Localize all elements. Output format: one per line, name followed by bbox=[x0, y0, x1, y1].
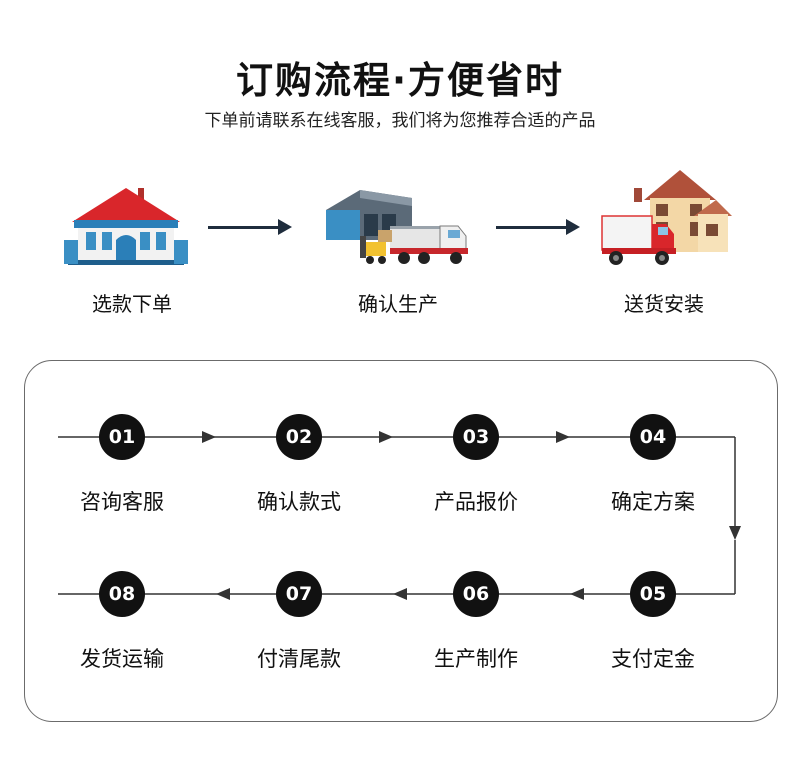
process-panel bbox=[24, 360, 778, 722]
step-number: 08 bbox=[99, 571, 145, 617]
step-label: 咨询客服 bbox=[80, 490, 164, 514]
step-label: 确认款式 bbox=[257, 490, 341, 514]
house-delivery-icon bbox=[601, 170, 732, 265]
overview-step-produce: 确认生产 bbox=[318, 180, 478, 316]
page-title: 订购流程·方便省时 bbox=[235, 59, 565, 102]
step-label: 发货运输 bbox=[80, 647, 164, 671]
step-label: 付清尾款 bbox=[257, 647, 341, 671]
step-label: 产品报价 bbox=[434, 490, 518, 514]
overview-step-order: 选款下单 bbox=[62, 180, 202, 316]
step-number: 05 bbox=[630, 571, 676, 617]
step-number: 02 bbox=[276, 414, 322, 460]
page-subtitle: 下单前请联系在线客服，我们将为您推荐合适的产品 bbox=[204, 111, 596, 131]
overview-arrow-2 bbox=[496, 219, 580, 235]
step-number: 04 bbox=[630, 414, 676, 460]
step-number: 01 bbox=[99, 414, 145, 460]
store-icon bbox=[64, 188, 188, 265]
step-number: 06 bbox=[453, 571, 499, 617]
factory-truck-icon bbox=[326, 190, 468, 264]
step-label: 确定方案 bbox=[611, 490, 695, 514]
overview-arrow-1 bbox=[208, 219, 292, 235]
overview-step-deliver: 送货安装 bbox=[590, 160, 740, 316]
step-label: 生产制作 bbox=[434, 647, 518, 671]
step-number: 03 bbox=[453, 414, 499, 460]
step-number: 07 bbox=[276, 571, 322, 617]
overview-label: 选款下单 bbox=[92, 292, 172, 316]
overview-label: 送货安装 bbox=[624, 292, 704, 316]
overview-label: 确认生产 bbox=[358, 292, 438, 316]
step-label: 支付定金 bbox=[611, 647, 695, 671]
